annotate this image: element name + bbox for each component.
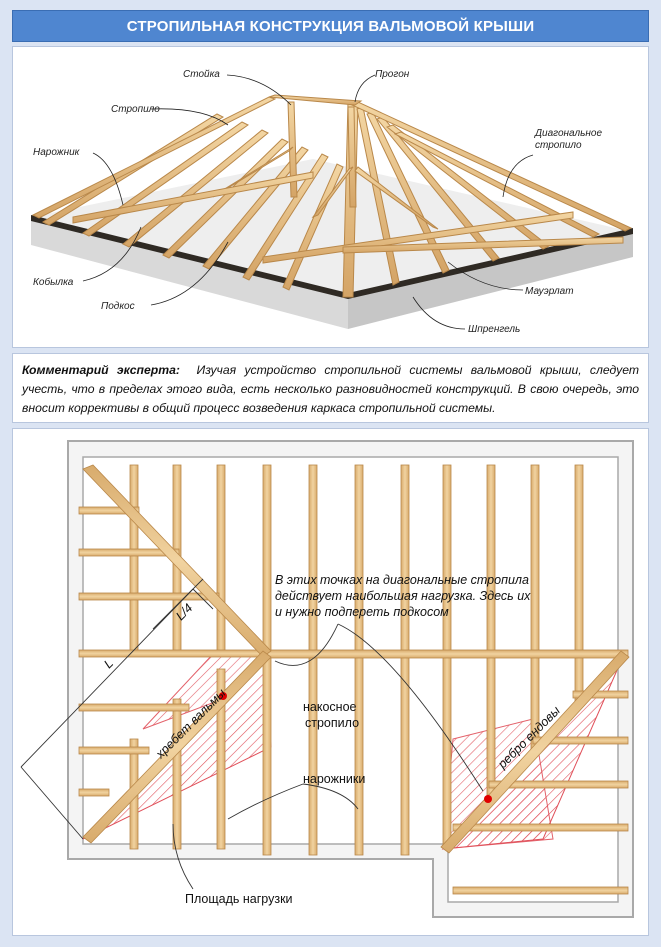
post-1 [287, 101, 298, 198]
label-narozhniki: нарожники [303, 772, 365, 786]
rafter-7 [282, 163, 344, 291]
mauerlat-side [348, 228, 633, 299]
dim-line-L4 [152, 578, 204, 630]
load-point-valley [484, 795, 492, 803]
shprengel-beam [342, 236, 624, 254]
expert-comment: Комментарий эксперта: Изучая устройство … [12, 353, 649, 423]
label-mauerlat: Мауэрлат [525, 286, 574, 297]
label-shprengel: Шпренгель [468, 324, 520, 335]
plan-h10 [488, 780, 629, 789]
wall-side [348, 232, 633, 329]
label-stropilo: Стропило [111, 104, 160, 115]
plan-narozhnik-v3 [216, 668, 226, 850]
roof-plan-diagram: L/4 L В этих точках на диагональные стро… [20, 440, 634, 918]
hip-rafter-back [31, 96, 277, 219]
plan-h1 [78, 506, 140, 515]
plan-rafter-v11 [574, 464, 584, 706]
post-2 [347, 106, 357, 208]
roof-plan-panel: L/4 L В этих точках на диагональные стро… [12, 428, 649, 936]
plan-hip-rafter-upper [82, 464, 272, 658]
label-nakosnoe-2: стропило [305, 716, 359, 730]
page-title: СТРОПИЛЬНАЯ КОНСТРУКЦИЯ ВАЛЬМОВОЙ КРЫШИ [12, 10, 649, 42]
plan-h8 [572, 690, 629, 699]
comment-label: Комментарий эксперта: [22, 363, 180, 377]
comment-text: Изучая устройство стропильной системы ва… [22, 363, 639, 415]
label-load-area: Площадь нагрузки [185, 892, 293, 906]
wall-front [31, 217, 348, 329]
plan-h4 [78, 649, 265, 658]
dim-line-L [20, 588, 194, 768]
label-progon: Прогон [375, 69, 410, 80]
rafter-3 [122, 129, 269, 248]
ridge-purlin [268, 94, 363, 106]
plan-h9 [532, 736, 629, 745]
plan-rafter-v7 [400, 464, 410, 856]
load-point-hip [219, 692, 227, 700]
label-nakosnoe-1: накосное [303, 700, 357, 714]
plan-narozhnik-v2 [172, 698, 182, 850]
side-rafter-5 [393, 131, 601, 238]
plan-h11 [452, 823, 629, 832]
label-kobylka: Кобылка [33, 276, 74, 288]
tie-beam-1 [72, 171, 314, 224]
plan-rafter-v6 [354, 464, 364, 856]
tie-beam-2 [262, 211, 574, 264]
plan-h6 [78, 746, 150, 755]
note-line-1: В этих точках на диагональные стропила [275, 573, 529, 587]
mauerlat-front [31, 215, 348, 299]
roof-3d-illustration-panel: Стойка Прогон Стропило Нарожник Диагонал… [12, 46, 649, 348]
plan-rafter-v10 [530, 464, 540, 751]
plan-h2 [78, 548, 180, 557]
plan-rafter-v5 [308, 464, 318, 856]
label-narozhnik: Нарожник [33, 147, 81, 158]
plan-ridge [262, 649, 629, 659]
label-diagonal-2: стропило [535, 140, 582, 151]
label-stoyka: Стойка [183, 69, 220, 80]
roof-3d-illustration: Стойка Прогон Стропило Нарожник Диагонал… [31, 69, 633, 335]
plan-rafter-v9 [486, 464, 496, 796]
note-line-2: действует наибольшая нагрузка. Здесь их [275, 589, 531, 603]
label-podkos: Подкос [101, 301, 135, 312]
plan-rafter-v3 [216, 464, 226, 656]
note-line-3: и нужно подпереть подкосом [275, 605, 449, 619]
plan-h12 [452, 886, 629, 895]
side-rafter-4 [385, 124, 550, 250]
plan-h5 [78, 703, 190, 712]
strut-2 [311, 166, 354, 219]
plan-rafter-v1 [129, 464, 139, 656]
strut-3 [354, 166, 439, 230]
plan-h7 [78, 788, 110, 797]
label-diagonal-1: Диагональное [534, 128, 602, 139]
